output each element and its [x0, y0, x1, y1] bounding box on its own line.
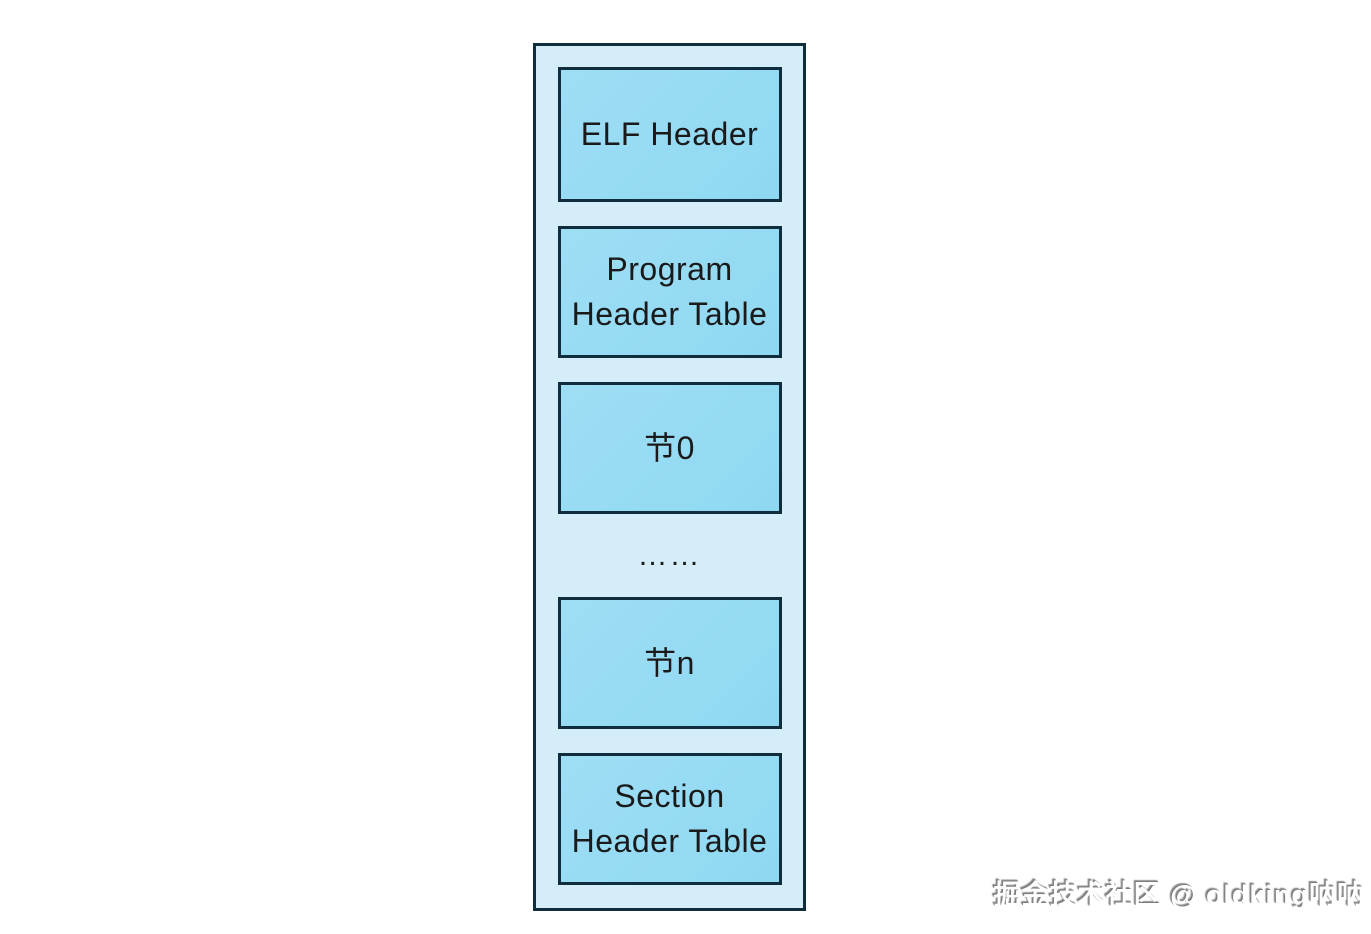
watermark: 掘金技术社区 @ oldking呐呐	[993, 880, 1365, 910]
block-program-header-table: Program Header Table	[557, 226, 782, 358]
block-section-n: 节n	[557, 597, 782, 729]
section-0-label: 节0	[644, 429, 695, 466]
block-section-header-table: Section Header Table	[557, 753, 782, 885]
ellipsis-text: ……	[637, 538, 702, 572]
ellipsis-separator: ……	[557, 514, 782, 597]
section-n-label: 节n	[644, 644, 695, 681]
block-elf-header: ELF Header	[557, 67, 782, 202]
block-section-0: 节0	[557, 382, 782, 514]
program-header-table-label: Program Header Table	[571, 251, 768, 332]
section-header-table-label: Section Header Table	[571, 778, 768, 859]
elf-header-label: ELF Header	[580, 116, 759, 152]
elf-file-container: ELF Header Program Header Table 节0 …… 节n…	[533, 43, 806, 911]
